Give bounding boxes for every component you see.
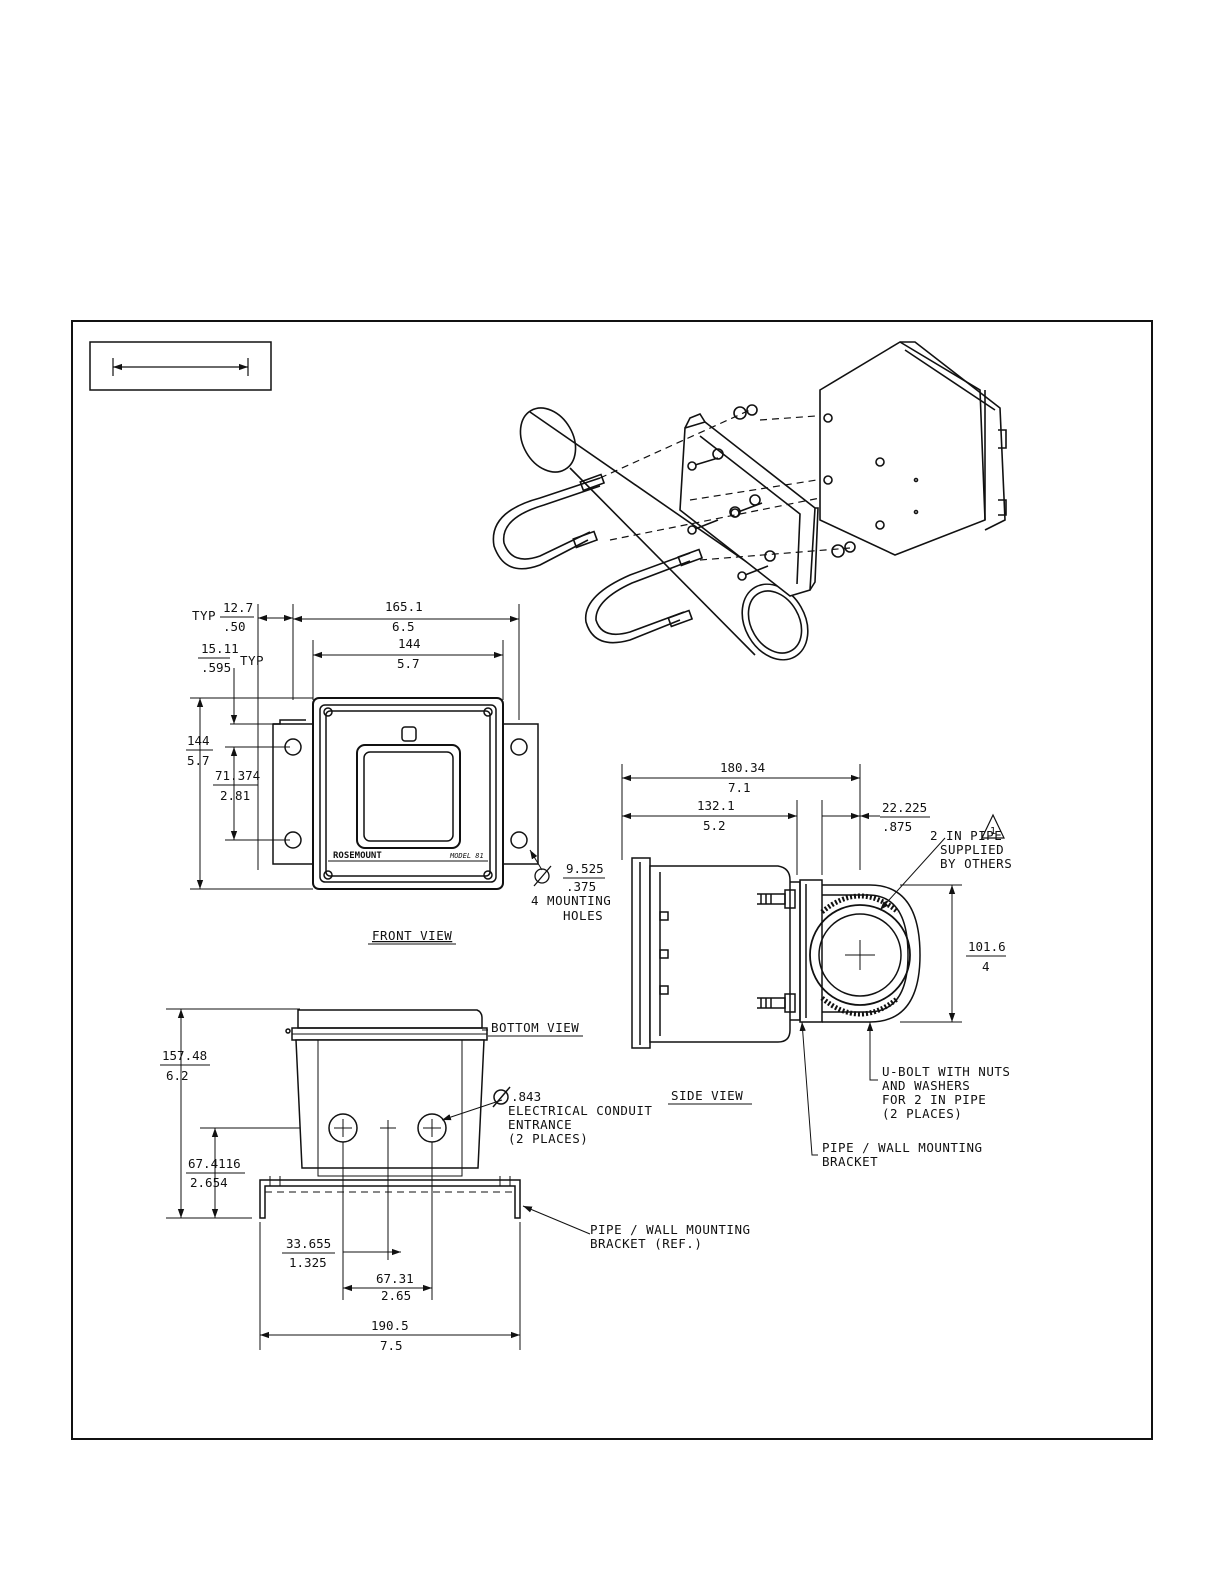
front-brand: ROSEMOUNT xyxy=(333,851,382,861)
typ-label-1: TYP xyxy=(192,608,216,623)
side-view-title: SIDE VIEW xyxy=(671,1088,743,1103)
holes-note-1: 4 MOUNTING xyxy=(531,893,611,908)
screws-iso xyxy=(687,457,769,581)
dim-6-5: 6.5 xyxy=(392,619,415,634)
side-bracket-note-1: PIPE / WALL MOUNTING xyxy=(822,1140,983,1155)
dim-4: 4 xyxy=(982,959,990,974)
dim-180-34: 180.34 xyxy=(720,760,765,775)
isometric-assembly xyxy=(492,341,1007,661)
dim-875: .875 xyxy=(882,819,912,834)
dim-5-7-h: 5.7 xyxy=(187,753,210,768)
ubolt-note-4: (2 PLACES) xyxy=(882,1106,962,1121)
pipe-note-3: BY OTHERS xyxy=(940,856,1012,871)
transmitter-housing-iso xyxy=(819,341,1007,556)
ubolt-note-1: U-BOLT WITH NUTS xyxy=(882,1064,1010,1079)
bottom-view-title: BOTTOM VIEW xyxy=(491,1020,579,1035)
conduit-note-2: ENTRANCE xyxy=(508,1117,572,1132)
dim-9-525: 9.525 xyxy=(566,861,604,876)
dim-22-225: 22.225 xyxy=(882,800,927,815)
pipe-illustration xyxy=(519,407,809,661)
conduit-note-3: (2 PLACES) xyxy=(508,1131,588,1146)
dim-12-7: 12.7 xyxy=(223,600,253,615)
dim-157-48: 157.48 xyxy=(162,1048,207,1063)
dim-375: .375 xyxy=(566,879,596,894)
bottom-bracket-note-2: BRACKET (REF.) xyxy=(590,1236,702,1251)
front-view-title: FRONT VIEW xyxy=(372,928,452,943)
u-bolt-lower xyxy=(584,548,704,644)
dim-6-2: 6.2 xyxy=(166,1068,189,1083)
front-model: MODEL 81 xyxy=(449,852,484,860)
front-view xyxy=(190,604,543,890)
dim-7-1: 7.1 xyxy=(728,780,751,795)
dim-595: .595 xyxy=(201,660,231,675)
diameter-symbol xyxy=(533,865,552,887)
dim-67-4116: 67.4116 xyxy=(188,1156,241,1171)
dim-67-31: 67.31 xyxy=(376,1271,414,1286)
pipe-note-1: 2 IN PIPE xyxy=(930,828,1002,843)
ubolt-note-2: AND WASHERS xyxy=(882,1078,970,1093)
dim-71-374: 71.374 xyxy=(215,768,260,783)
typ-label-2: TYP xyxy=(240,653,264,668)
drawing-border xyxy=(71,320,1153,1440)
u-bolt-upper xyxy=(492,473,606,570)
holes-note-2: HOLES xyxy=(563,908,603,923)
dim-2-81: 2.81 xyxy=(220,788,250,803)
dim-1-325: 1.325 xyxy=(289,1255,327,1270)
dim-843: .843 xyxy=(511,1089,541,1104)
dim-144-w: 144 xyxy=(398,636,421,651)
bottom-view xyxy=(166,1008,591,1350)
dim-144-h: 144 xyxy=(187,733,210,748)
dim-33-655: 33.655 xyxy=(286,1236,331,1251)
dim-7-5: 7.5 xyxy=(380,1338,403,1353)
dim-2-654: 2.654 xyxy=(190,1175,228,1190)
scale-legend-box xyxy=(89,341,272,391)
pipe-note-2: SUPPLIED xyxy=(940,842,1004,857)
dim-5-2: 5.2 xyxy=(703,818,726,833)
conduit-note-1: ELECTRICAL CONDUIT xyxy=(508,1103,652,1118)
bottom-bracket-note-1: PIPE / WALL MOUNTING xyxy=(590,1222,751,1237)
ubolt-note-3: FOR 2 IN PIPE xyxy=(882,1092,986,1107)
side-bracket-note-2: BRACKET xyxy=(822,1154,878,1169)
dim-50: .50 xyxy=(223,619,246,634)
dim-132-1: 132.1 xyxy=(697,798,735,813)
dim-165-1: 165.1 xyxy=(385,599,423,614)
dim-15-11: 15.11 xyxy=(201,641,239,656)
side-view xyxy=(621,764,1005,1156)
note-flag-number: 1 xyxy=(990,826,996,837)
mounting-bracket-iso xyxy=(679,413,819,597)
dim-101-6: 101.6 xyxy=(968,939,1006,954)
dim-190-5: 190.5 xyxy=(371,1318,409,1333)
dim-5-7-w: 5.7 xyxy=(397,656,420,671)
dim-2-65: 2.65 xyxy=(381,1288,411,1303)
